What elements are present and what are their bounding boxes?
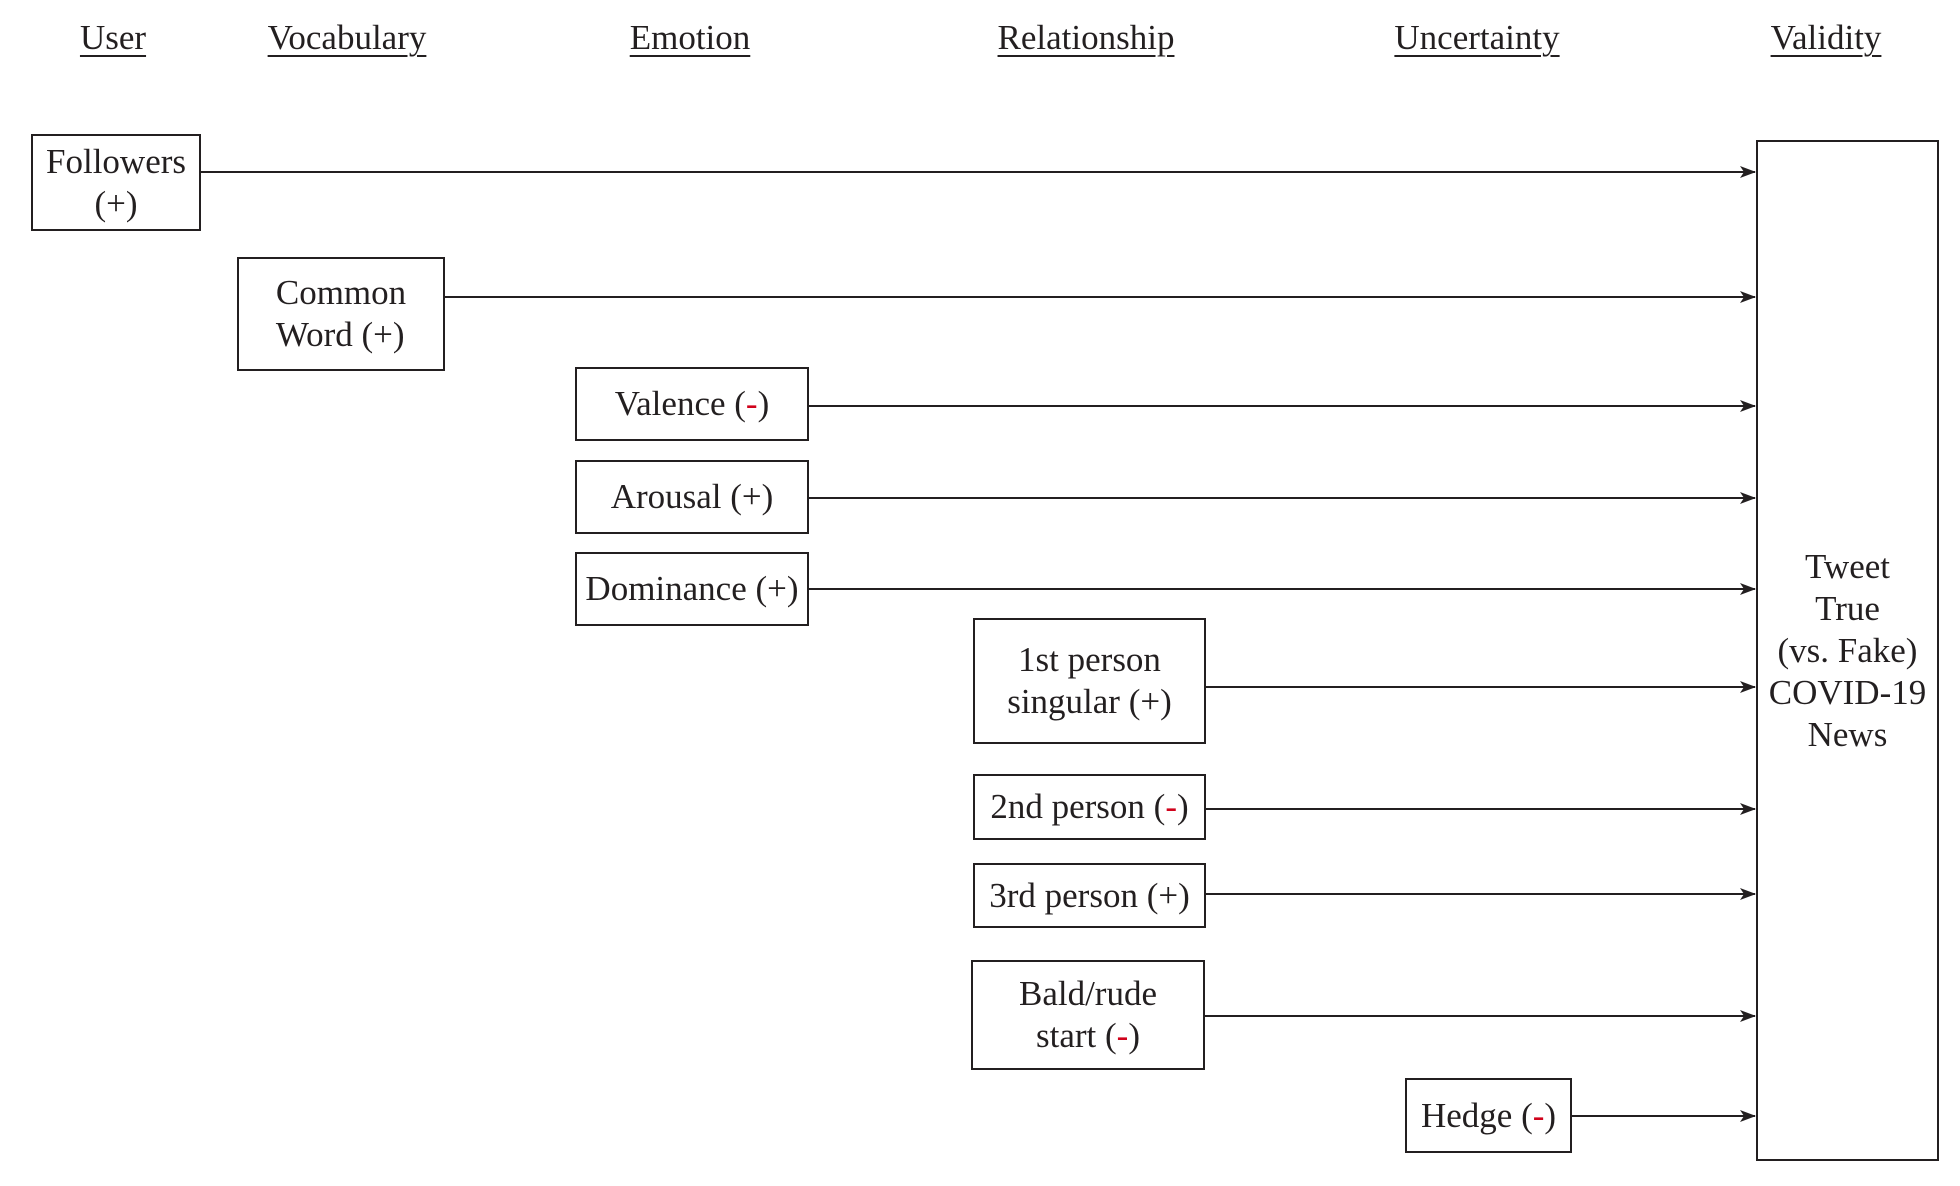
box-outcome-tweet-true: Tweet True (vs. Fake) COVID-19 News — [1756, 140, 1939, 1161]
box-valence: Valence (-) — [575, 367, 809, 441]
valence-sign: - — [745, 384, 758, 423]
common-word-label-line1: Common — [275, 273, 407, 312]
dominance-label: Dominance — [585, 569, 756, 608]
outcome-line5: News — [1807, 714, 1888, 754]
arousal-label: Arousal — [610, 477, 731, 516]
third-person-sign: + — [1158, 875, 1179, 915]
box-first-person-singular: 1st person singular (+) — [973, 618, 1206, 744]
second-person-label: 2nd person — [990, 787, 1154, 826]
bald-rude-sign: - — [1116, 1016, 1129, 1055]
box-dominance: Dominance (+) — [575, 552, 809, 626]
outcome-line4: COVID-19 — [1768, 672, 1927, 712]
header-relationship: Relationship — [997, 18, 1175, 57]
outcome-line3: (vs. Fake) — [1777, 630, 1918, 670]
arousal-sign: + — [741, 477, 762, 516]
header-user: User — [79, 18, 147, 57]
header-validity: Validity — [1770, 18, 1882, 57]
followers-sign: + — [106, 183, 126, 223]
hedge-sign: - — [1532, 1095, 1545, 1135]
box-followers: Followers (+) — [31, 134, 201, 231]
common-word-sign: + — [373, 315, 393, 354]
box-common-word: Common Word (+) — [237, 257, 445, 371]
outcome-line2: True — [1815, 588, 1880, 628]
common-word-label-line2: Word — [275, 315, 362, 354]
outcome-line1: Tweet — [1804, 546, 1890, 586]
dominance-sign: + — [767, 569, 787, 608]
header-emotion: Emotion — [629, 18, 751, 57]
third-person-label: 3rd person — [989, 875, 1147, 915]
bald-rude-label-line1: Bald/rude — [1018, 974, 1158, 1013]
box-third-person: 3rd person (+) — [973, 863, 1206, 928]
box-bald-rude-start: Bald/rude start (-) — [971, 960, 1205, 1070]
followers-label: Followers — [46, 141, 186, 181]
first-person-label-line2: singular — [1007, 682, 1129, 721]
box-arousal: Arousal (+) — [575, 460, 809, 534]
first-person-sign: + — [1140, 682, 1161, 721]
first-person-label-line1: 1st person — [1018, 640, 1161, 679]
box-hedge: Hedge (-) — [1405, 1078, 1572, 1153]
valence-label: Valence — [614, 384, 735, 423]
bald-rude-label-line2: start — [1036, 1016, 1106, 1055]
header-uncertainty: Uncertainty — [1394, 18, 1560, 57]
hedge-label: Hedge — [1420, 1095, 1522, 1135]
box-second-person: 2nd person (-) — [973, 774, 1206, 840]
header-vocabulary: Vocabulary — [267, 18, 427, 57]
second-person-sign: - — [1165, 787, 1177, 826]
